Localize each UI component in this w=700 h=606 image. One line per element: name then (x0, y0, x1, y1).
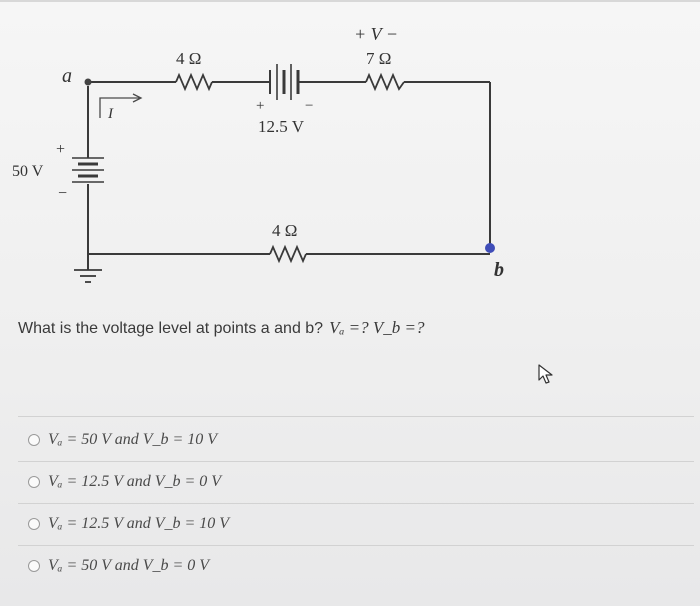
source-minus-label: − (58, 185, 67, 202)
question-prompt: What is the voltage level at points a an… (18, 320, 324, 337)
node-a-label: a (62, 65, 72, 87)
node-a-dot (84, 78, 92, 86)
top-divider (0, 0, 700, 2)
option-divider (18, 503, 694, 504)
node-b-dot (485, 243, 495, 253)
circuit-diagram: a b I 50 V + − 4 Ω + − 12.5 V + V − 7 Ω … (12, 24, 504, 283)
answer-option-label: Vₐ = 12.5 V and V_b = 0 V (48, 473, 222, 490)
battery-minus-label: − (305, 98, 313, 114)
option-divider (18, 545, 694, 546)
resistor-top-right-label: 7 Ω (366, 49, 391, 68)
battery-12v (269, 64, 300, 100)
ground-icon (74, 269, 102, 283)
radio-icon[interactable] (28, 434, 40, 446)
resistor-top-left (175, 72, 213, 92)
battery-voltage-label: 12.5 V (258, 117, 305, 136)
answer-option-2[interactable]: Vₐ = 12.5 V and V_b = 0 V (28, 472, 221, 492)
answer-option-1[interactable]: Vₐ = 50 V and V_b = 10 V (28, 430, 217, 450)
answer-option-3[interactable]: Vₐ = 12.5 V and V_b = 10 V (28, 514, 229, 534)
resistor-bottom-label: 4 Ω (272, 221, 297, 240)
section-divider (18, 416, 694, 417)
answer-option-label: Vₐ = 50 V and V_b = 10 V (48, 431, 218, 448)
radio-icon[interactable] (28, 476, 40, 488)
question-math: Vₐ =? V_b =? (329, 318, 425, 337)
voltage-polarity-label: + V − (354, 24, 398, 44)
current-arrow-icon (99, 93, 143, 118)
resistor-bottom (269, 244, 307, 264)
answer-option-label: Vₐ = 50 V and V_b = 0 V (48, 557, 210, 574)
radio-icon[interactable] (28, 560, 40, 572)
resistor-top-left-label: 4 Ω (176, 49, 201, 68)
answer-option-label: Vₐ = 12.5 V and V_b = 10 V (48, 515, 230, 532)
option-divider (18, 461, 694, 462)
battery-plus-label: + (256, 98, 264, 114)
question-text: What is the voltage level at points a an… (18, 318, 425, 338)
radio-icon[interactable] (28, 518, 40, 530)
resistor-top-right (365, 72, 405, 92)
node-b-label: b (494, 259, 504, 281)
source-50v (72, 157, 104, 183)
mouse-pointer-icon (538, 364, 553, 384)
source-voltage-label: 50 V (12, 163, 44, 180)
answer-option-4[interactable]: Vₐ = 50 V and V_b = 0 V (28, 556, 209, 576)
current-label: I (107, 106, 114, 122)
source-plus-label: + (56, 141, 65, 158)
